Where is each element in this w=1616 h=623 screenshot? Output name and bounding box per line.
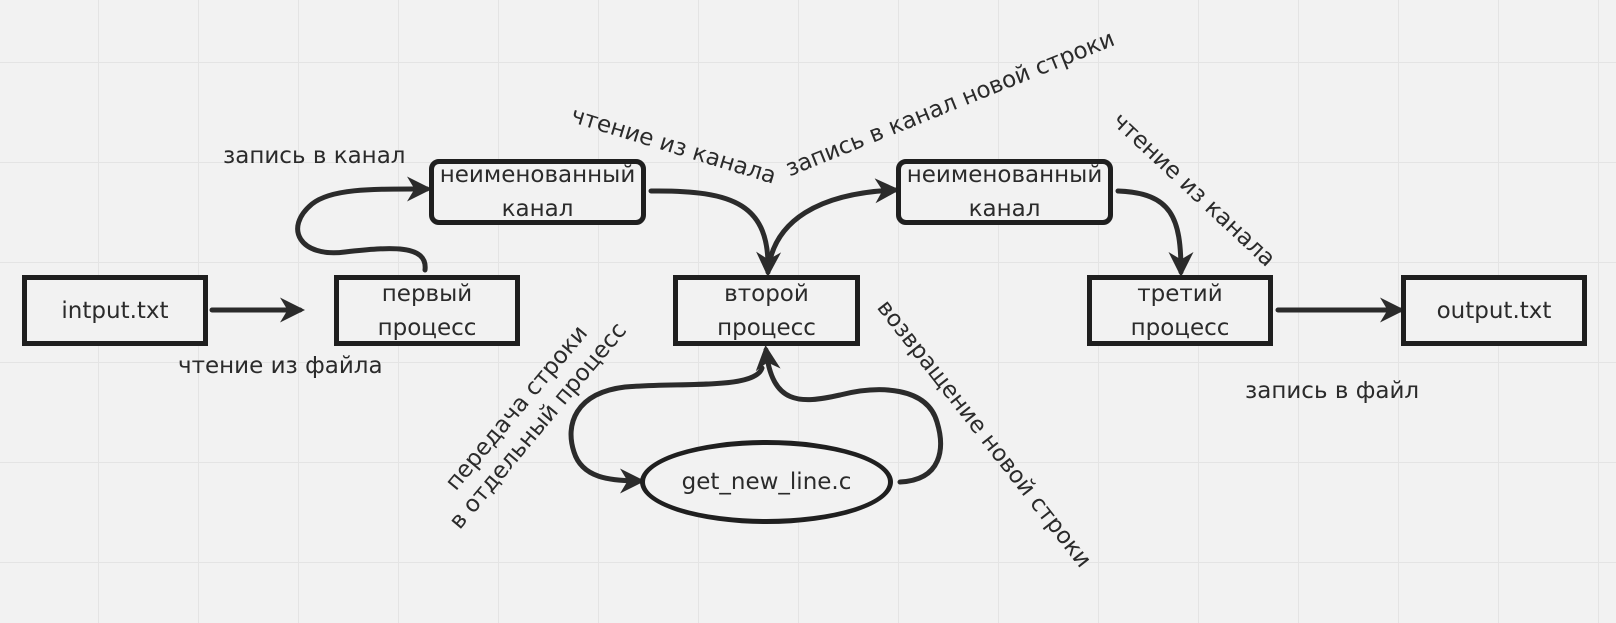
arrow-get-new-line-to-second-process: [755, 345, 944, 485]
pipe-1-label: неименованный канал: [439, 162, 636, 222]
input-file-node: intput.txt: [22, 275, 208, 346]
pipe-1-node: неименованный канал: [429, 159, 646, 225]
get-new-line-label: get_new_line.c: [681, 469, 852, 495]
second-process-node: второй процесс: [673, 275, 860, 346]
arrow-second-process-to-get-new-line: [568, 365, 765, 494]
arrow-pipe-1-to-second-process: [648, 188, 782, 277]
arrow-first-process-to-pipe-1: [295, 176, 432, 273]
second-process-label: второй процесс: [717, 280, 816, 341]
third-process-node: третий процесс: [1087, 275, 1273, 346]
edge-label-write-file: запись в файл: [1245, 378, 1420, 404]
pipe-2-label: неименованный канал: [906, 162, 1103, 222]
output-file-node: output.txt: [1401, 275, 1587, 346]
input-file-label: intput.txt: [61, 297, 169, 324]
first-process-label: первый процесс: [377, 280, 477, 341]
edge-label-write-channel: запись в канал: [223, 143, 406, 169]
pipe-2-node: неименованный канал: [896, 159, 1113, 225]
first-process-node: первый процесс: [334, 275, 520, 346]
arrow-second-process-to-pipe-2: [765, 178, 900, 275]
edge-label-read-file: чтение из файла: [178, 353, 383, 379]
third-process-label: третий процесс: [1130, 280, 1230, 341]
get-new-line-node: get_new_line.c: [640, 440, 893, 524]
output-file-label: output.txt: [1436, 297, 1552, 324]
arrow-pipe-2-to-third-process: [1115, 188, 1194, 277]
